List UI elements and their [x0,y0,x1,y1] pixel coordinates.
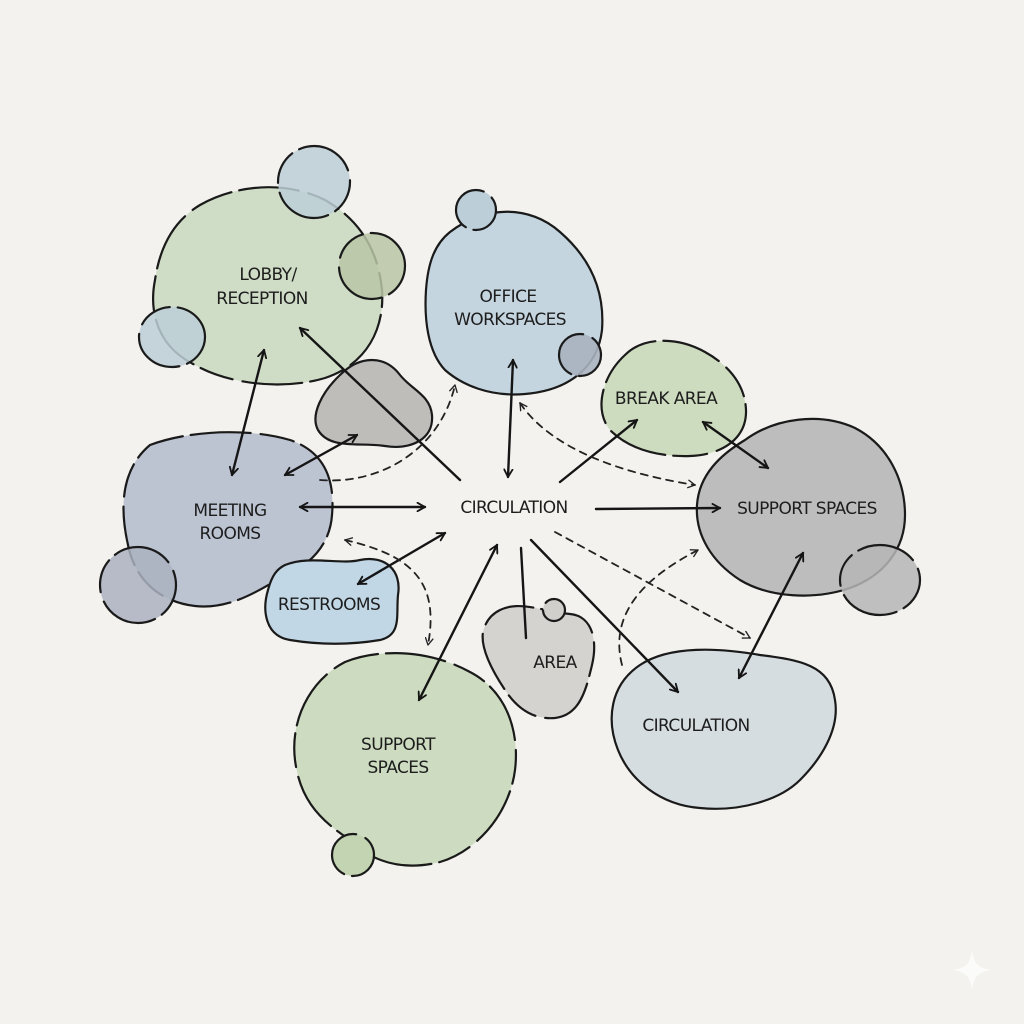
label-break-area: BREAK AREA [615,389,718,409]
label-area: AREA [533,653,577,673]
arrow-circulation-circulation [529,538,680,694]
satellite-bubble [278,146,350,218]
arrow-support-circulation [739,551,803,680]
label-support-bottom-line1: SUPPORT [361,735,436,755]
satellite-bubble [332,834,374,876]
label-circulation-bottom-right: CIRCULATION [642,716,749,736]
satellite-bubble [456,190,496,230]
label-office-line2: WORKSPACES [454,310,566,330]
label-lobby-line1: LOBBY/ [239,265,297,285]
label-support-bottom-line2: SPACES [367,758,428,778]
zone-support-spaces-right: SUPPORT SPACES [695,417,922,617]
arrow-meeting-gray [283,433,359,477]
arrow-break-support [701,420,770,470]
satellite-bubble [543,599,565,621]
dashed-circulation-circulation [554,531,751,639]
arrow-circulation-office [508,358,513,479]
arrow-lobby-meeting [232,348,264,477]
zone-lobby-reception: LOBBY/ RECEPTION [137,144,407,386]
dashed-meeting-office [319,384,458,482]
zone-meeting-rooms: MEETING ROOMS [98,431,334,625]
satellite-bubble [139,307,205,367]
arrow-circulation-lobby [298,326,462,482]
line-circulation-area [519,546,528,640]
zone-break-area: BREAK AREA [600,339,748,458]
arrow-circulation-break [558,418,639,484]
dashed-connections [319,384,751,666]
label-lobby-line2: RECEPTION [216,289,308,309]
label-support-spaces-right: SUPPORT SPACES [737,499,877,519]
satellite-bubble [840,545,920,615]
dashed-office-support [519,402,696,489]
label-circulation-center: CIRCULATION [460,498,567,518]
arrow-circulation-support [594,508,722,509]
arrow-circulation-support-bottom [419,543,497,702]
label-meeting-line1: MEETING [193,501,266,521]
zone-support-spaces-bottom: SUPPORT SPACES [293,652,517,878]
zone-office-workspaces: OFFICE WORKSPACES [424,188,604,396]
satellite-bubble [100,547,176,623]
dashed-circulation-support [618,549,699,666]
label-restrooms: RESTROOMS [278,595,380,615]
zone-circulation-bottom-right: CIRCULATION [610,648,837,810]
label-office-line1: OFFICE [480,287,537,307]
sparkle-icon [952,950,992,990]
label-meeting-line2: ROOMS [199,524,260,544]
satellite-bubble [339,233,405,299]
satellite-bubble [559,334,601,376]
solid-connections [232,326,803,702]
zone-area: AREA [481,597,596,720]
dashed-meeting-support [344,537,434,646]
